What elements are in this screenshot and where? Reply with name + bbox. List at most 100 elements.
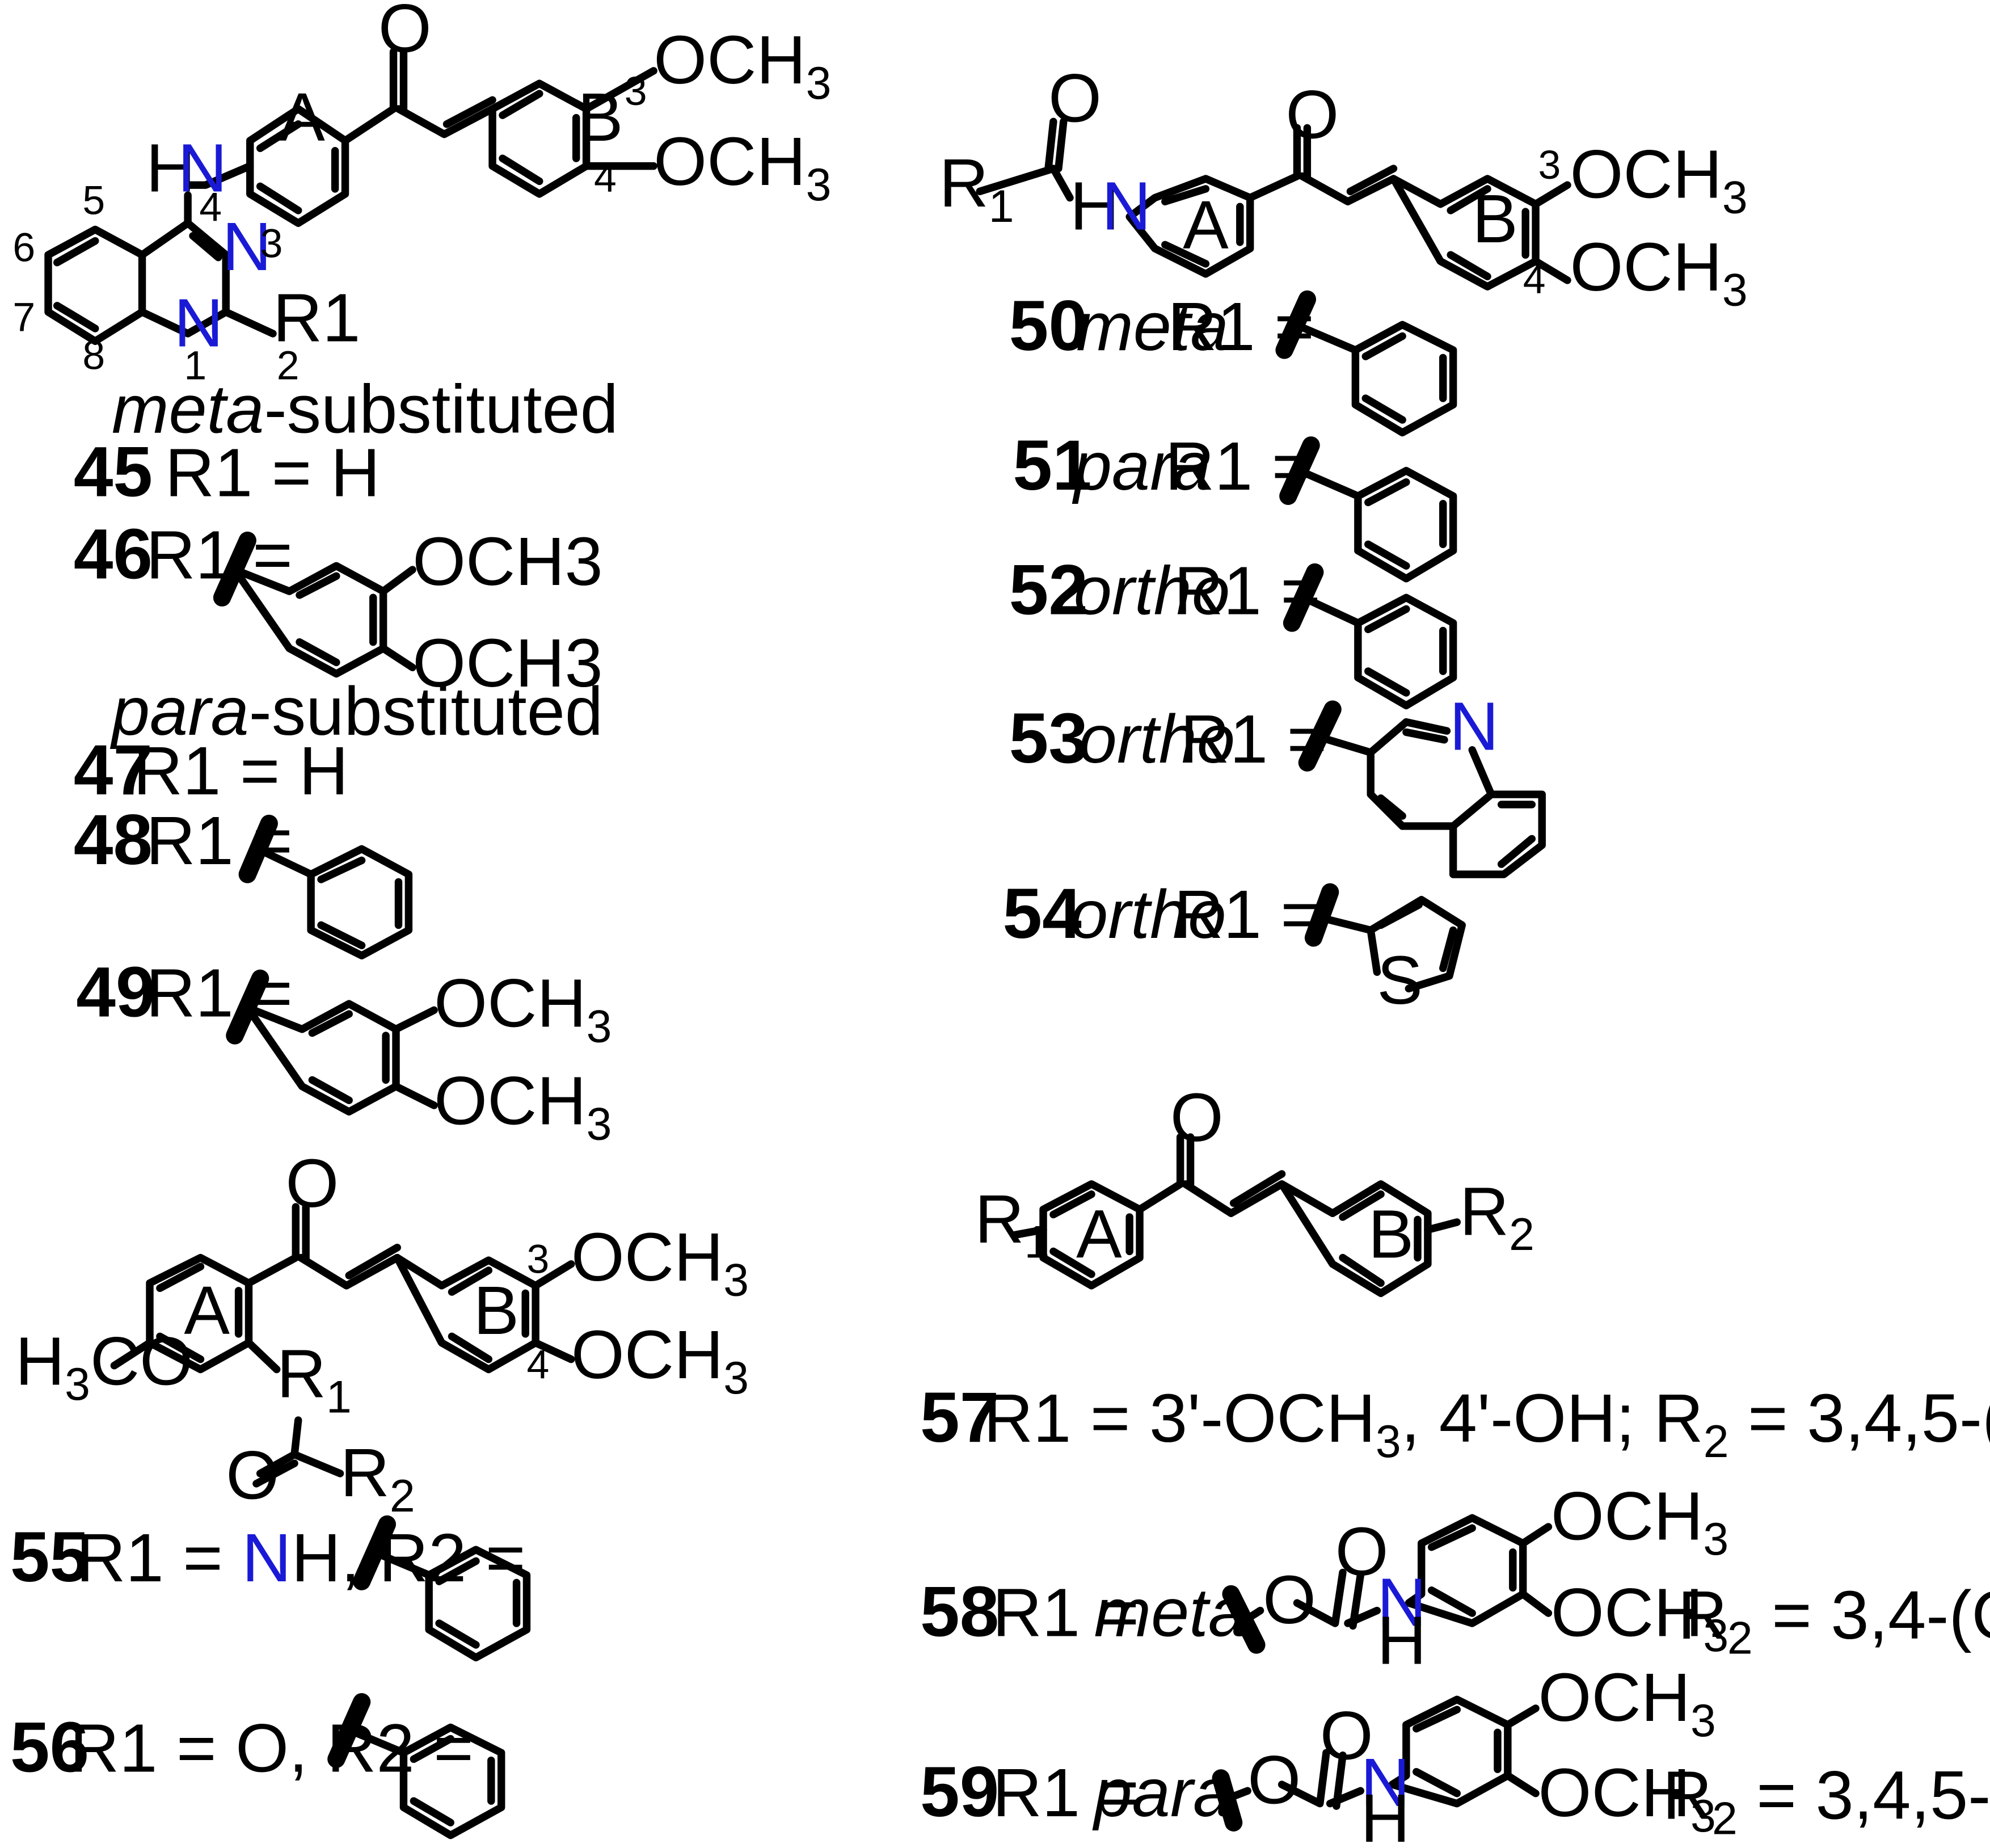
label-position: para <box>1092 1754 1232 1831</box>
atom-O: O <box>1285 76 1339 153</box>
position-label: 4 <box>199 184 222 230</box>
label-r1: R1 = <box>1174 876 1321 953</box>
ring-label-A: A <box>184 1272 230 1349</box>
label-meta-substituted: meta-substituted <box>112 371 618 447</box>
label-OCH3: OCH3 <box>412 523 603 600</box>
compound-number: 47 <box>74 730 153 810</box>
ring-label-A: A <box>1183 187 1229 263</box>
atom-O: O <box>1170 1079 1224 1156</box>
atom-O: O <box>378 0 432 66</box>
label-position: ortho <box>1079 701 1235 777</box>
atom-OCH3: OCH3 <box>654 123 831 211</box>
scaffold-amide-chalcone <box>976 117 1571 291</box>
atom-O: O <box>1320 1697 1373 1774</box>
scaffold-quinazoline-chalcone <box>44 48 657 346</box>
atom-O: O <box>1048 60 1102 136</box>
atom-OCH3: OCH3 <box>1538 1659 1716 1746</box>
ring-label-B: B <box>1472 180 1518 257</box>
compound-number: 54 <box>1002 874 1081 953</box>
atom-R: R2 <box>340 1434 415 1522</box>
compound-number: 57 <box>920 1378 999 1457</box>
substituent-phenyl <box>327 1693 505 1839</box>
atom-N: N <box>1449 688 1499 765</box>
atom-H: H <box>1360 1780 1410 1845</box>
label-position: para <box>1072 428 1211 504</box>
scaffold-methoxy-chalcone <box>110 1203 575 1488</box>
position-label: 4 <box>1523 256 1546 302</box>
substituent-dimethoxyphenyl <box>213 531 416 678</box>
compound-number: 55 <box>10 1517 89 1597</box>
label-r1: R1 = <box>993 1574 1140 1651</box>
substituent-thienyl <box>1304 883 1466 993</box>
atom-OCH3: OCH3 <box>654 22 831 109</box>
atom-O: O <box>1247 1742 1301 1818</box>
substituent-anilide-ether <box>1212 1695 1540 1832</box>
position-label: 6 <box>12 225 35 270</box>
substituent-phenyl <box>1275 290 1457 437</box>
atom-R: R1 <box>277 1336 352 1423</box>
compound-number: 46 <box>74 515 153 594</box>
atom-OCH3: OCH3 <box>571 1316 749 1404</box>
compound-number: 58 <box>920 1572 999 1651</box>
atom-OCH3: OCH3 <box>434 965 612 1052</box>
position-label: 3 <box>625 69 647 114</box>
substituent-phenyl <box>352 1515 531 1662</box>
atom-N: N <box>1360 1744 1410 1821</box>
substituent-quinolinyl <box>1298 700 1546 878</box>
substituent-phenyl <box>238 814 413 959</box>
position-label: 4 <box>594 155 617 200</box>
compound-number: 59 <box>920 1752 999 1832</box>
atom-H: H <box>1070 167 1119 244</box>
atom-H3CO: H3CO <box>15 1323 193 1410</box>
atom-N: N <box>1377 1564 1426 1640</box>
substituent-phenyl <box>1279 436 1457 583</box>
compound-number: 51 <box>1013 426 1091 505</box>
position-label: 5 <box>82 178 105 224</box>
atom-OCH3: OCH3 <box>1551 1574 1728 1661</box>
compound-number: 49 <box>76 953 155 1032</box>
compound-number: 56 <box>10 1708 89 1787</box>
atom-OCH3: OCH3 <box>1570 229 1747 316</box>
atom-S: S <box>1377 942 1423 1018</box>
label-OCH3: OCH3 <box>412 625 603 701</box>
position-label: 3 <box>526 1236 549 1282</box>
position-label: 2 <box>277 343 300 388</box>
atom-N: N <box>222 208 272 285</box>
substituent-anilide-ether <box>1222 1514 1553 1654</box>
atom-N: N <box>178 129 227 206</box>
atom-O: O <box>226 1437 279 1514</box>
atom-OCH3: OCH3 <box>1538 1754 1716 1842</box>
compound-number: 48 <box>74 800 153 879</box>
position-label: 8 <box>82 333 105 378</box>
ring-label-A: A <box>279 79 325 155</box>
label-position: meta <box>1094 1574 1247 1651</box>
position-label: 3 <box>1538 142 1561 188</box>
atom-R1: R1 <box>273 279 360 356</box>
atom-N: N <box>1102 167 1151 244</box>
label-position: ortho <box>1070 876 1226 953</box>
atom-R: R2 <box>1460 1173 1534 1260</box>
atom-O: O <box>285 1145 339 1222</box>
atom-O: O <box>1263 1561 1316 1638</box>
atom-OCH3: OCH3 <box>1551 1477 1728 1565</box>
substituent-dimethoxyphenyl <box>226 969 438 1116</box>
atom-R: R1 <box>975 1181 1049 1268</box>
atom-H: H <box>146 129 195 206</box>
compound-number: 50 <box>1009 286 1088 365</box>
compound-number: 52 <box>1009 550 1088 629</box>
label-r1: R1 = <box>993 1754 1140 1831</box>
substituent-phenyl <box>1283 563 1457 710</box>
label-r2: R2 = 3,4,5-(OCH3)3 <box>1663 1757 1990 1844</box>
position-label: 1 <box>184 343 206 388</box>
position-label: 3 <box>260 221 283 267</box>
label-position: meta <box>1076 288 1229 365</box>
compound-number: 45 <box>74 432 153 511</box>
atom-OCH3: OCH3 <box>571 1219 749 1306</box>
atom-N: N <box>174 284 224 361</box>
position-label: 4 <box>526 1342 549 1387</box>
label-para-substituted: para-substituted <box>109 673 603 750</box>
ring-label-B: B <box>577 79 623 155</box>
atom-R: R1 <box>939 145 1014 232</box>
ring-label-B: B <box>1368 1196 1414 1273</box>
